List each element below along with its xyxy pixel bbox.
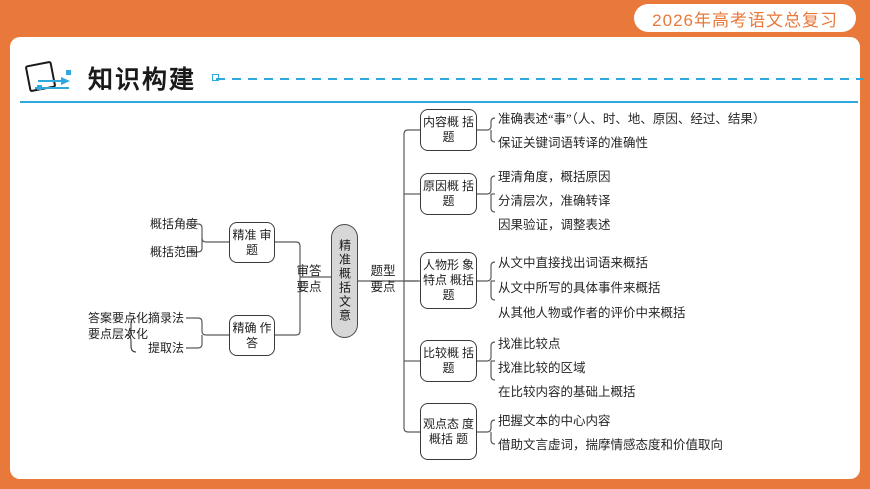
page-title: 知识构建 bbox=[88, 66, 197, 94]
node-center-jingzhun-gaikuo-wenyi[interactable]: 精准概括文意 bbox=[331, 224, 358, 338]
leaf-item: 分清层次，准确转译 bbox=[498, 194, 611, 208]
leaf-item: 从文中所写的具体事件来概括 bbox=[498, 281, 661, 295]
leaf-item: 借助文言虚词，揣摩情感态度和价值取向 bbox=[498, 438, 724, 452]
leaf-item: 从文中直接找出词语来概括 bbox=[498, 256, 649, 270]
node-bijiao-gaikuoti[interactable]: 比较概 括题 bbox=[420, 340, 477, 382]
left-input-2: 概括范围 bbox=[150, 245, 199, 259]
leaf-item: 保证关键词语转译的准确性 bbox=[498, 136, 649, 150]
node-jingque-zuoda[interactable]: 精确 作答 bbox=[229, 315, 275, 356]
leaf-item: 把握文本的中心内容 bbox=[498, 414, 611, 428]
title-dashed-rule bbox=[216, 78, 864, 80]
leaf-item: 因果验证，调整表述 bbox=[498, 218, 611, 232]
leaf-item: 找准比较的区域 bbox=[498, 361, 586, 375]
left-prefix-group: 答案要点化 要点层次化 bbox=[88, 311, 149, 342]
title-underline bbox=[20, 101, 858, 103]
left-input-1: 概括角度 bbox=[150, 217, 199, 231]
node-renwu-xingxiang-tedian-gaikuoti[interactable]: 人物形 象特点 概括题 bbox=[420, 252, 477, 309]
node-neirong-gaikuoti[interactable]: 内容概 括题 bbox=[420, 109, 477, 151]
leaf-item: 找准比较点 bbox=[498, 337, 561, 351]
section-title-row: 知识构建 bbox=[20, 57, 864, 101]
node-jingzhun-shenti[interactable]: 精准 审题 bbox=[229, 222, 275, 263]
label-tixing-yaodian: 题型 要点 bbox=[370, 264, 396, 294]
leaf-item: 在比较内容的基础上概括 bbox=[498, 385, 636, 399]
node-guandian-taidu-gaikuoti[interactable]: 观点态 度概括 题 bbox=[420, 403, 477, 460]
leaf-item: 理清角度，概括原因 bbox=[498, 170, 611, 184]
leaf-item: 准确表述“事”（人、时、地、原因、经过、结果） bbox=[498, 112, 766, 126]
node-yuanyin-gaikuoti[interactable]: 原因概 括题 bbox=[420, 173, 477, 215]
label-shenda-yaodian: 审答 要点 bbox=[296, 264, 322, 294]
title-dash-square bbox=[212, 74, 219, 81]
tilted-square-arrow-icon bbox=[25, 61, 71, 92]
leaf-item: 从其他人物或作者的评价中来概括 bbox=[498, 306, 686, 320]
left-input-4: 提取法 bbox=[148, 341, 185, 355]
left-input-3: 摘录法 bbox=[148, 311, 185, 325]
header-badge: 2026年高考语文总复习 bbox=[634, 4, 856, 32]
